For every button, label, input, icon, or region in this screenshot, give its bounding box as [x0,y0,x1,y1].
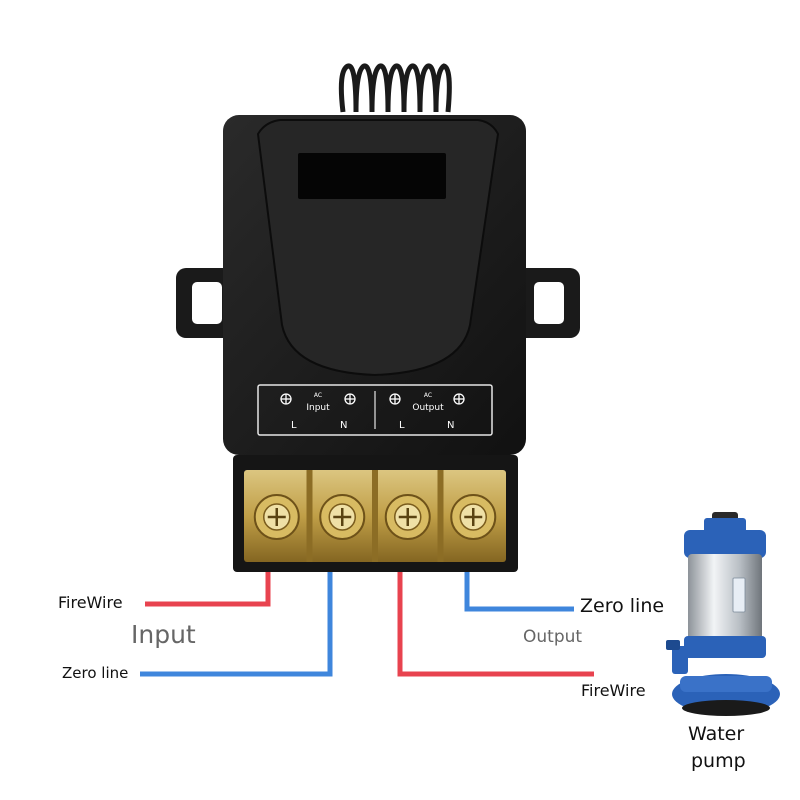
firewire-input-wire [145,572,271,607]
zero-line-output-label: Zero line [580,595,665,617]
zero-line-input-label: Zero line [62,664,129,682]
ground-symbol-icon [344,393,356,405]
ac-input-label: Input [306,403,330,413]
screw-terminal [306,470,366,562]
terminal-l-output: L [399,420,405,431]
ground-symbol-icon [453,393,465,405]
firewire-output-label: FireWire [581,681,646,700]
ground-symbol-icon [389,393,401,405]
ground-symbol-icon [280,393,292,405]
ac-output-small: AC [424,392,432,399]
ac-output-label: Output [412,403,444,413]
water-pump-illustration [666,512,780,716]
terminal-n-input: N [340,420,347,431]
zero-line-input-wire [140,572,333,677]
terminal-block [233,455,518,572]
input-label: Input [131,620,196,649]
terminal-label-panel: AC Input AC Output L N L N [257,384,493,436]
wiring [140,572,594,677]
screw-terminal [253,494,300,540]
relay-body [223,115,526,455]
firewire-output-wire [397,572,594,677]
terminal-n-output: N [447,420,454,431]
screw-terminal [437,470,497,562]
output-label: Output [523,627,583,647]
display-window [298,153,446,199]
ac-input-small: AC [314,392,322,399]
water-pump-label-line1: Water [688,723,745,745]
terminal-l-input: L [291,420,297,431]
firewire-input-label: FireWire [58,593,123,612]
water-pump-label-line2: pump [691,750,746,772]
antenna-coil [338,63,452,113]
zero-line-output-wire [464,572,574,612]
screw-terminal [372,470,431,562]
